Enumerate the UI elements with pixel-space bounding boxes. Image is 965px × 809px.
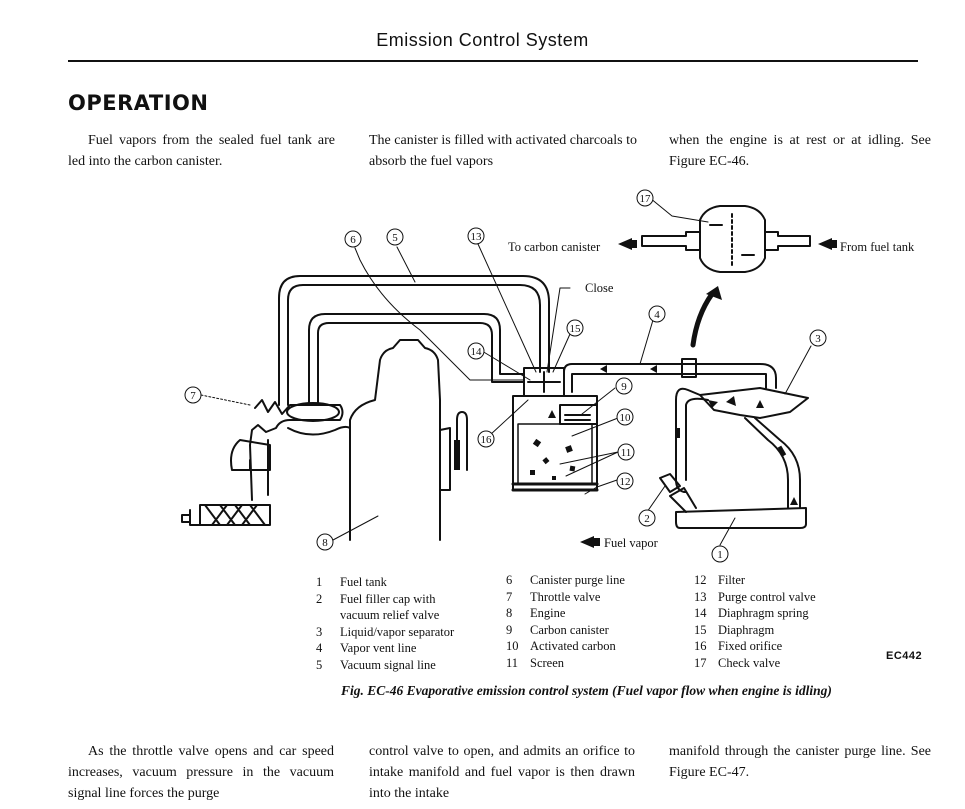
figure-code: EC442 [886,650,923,662]
callout-13: 13 [471,231,483,243]
callout-8: 8 [322,537,328,549]
callout-15: 15 [570,323,582,335]
callout-5: 5 [392,232,398,244]
fuel-tank [675,507,807,529]
callout-4: 4 [654,309,660,321]
throttle-chamber [249,399,344,501]
figure-caption: Fig. EC-46 Evaporative emission control … [341,683,832,698]
legend-item-2-cont: vacuum relief valve [340,608,440,622]
label-close: Close [585,281,614,295]
callout-9: 9 [621,381,627,393]
vapor-vent-line [563,363,777,389]
liquid-vapor-separator [699,387,809,419]
section-title: OPERATION [68,91,209,115]
callout-16: 16 [481,434,493,446]
callout-7: 7 [190,390,196,402]
label-to-carbon-canister: To carbon canister [508,240,601,254]
callout-17: 17 [640,193,652,205]
intro-column-3: when the engine is at rest or at idling.… [669,133,931,169]
body-column-3: manifold through the canister purge line… [669,744,931,780]
filler-cap [669,487,697,513]
intro-column-1: Fuel vapors from the sealed fuel tank ar… [68,133,335,169]
intake-assembly [230,439,271,471]
callout-10: 10 [620,412,632,424]
body-column-1: As the throttle valve opens and car spee… [68,744,334,801]
check-valve [641,205,811,273]
header-rule [68,60,918,62]
callout-3: 3 [815,333,821,345]
label-fuel-vapor: Fuel vapor [604,536,659,550]
flow-arrow [690,291,715,348]
callout-11: 11 [621,447,632,459]
callout-6: 6 [350,234,356,246]
label-from-fuel-tank: From fuel tank [840,240,915,254]
engine-outline [349,339,441,541]
callout-14: 14 [471,346,483,358]
body-column-2: control valve to open, and admits an ori… [369,744,635,801]
canister-purge-line [317,322,525,406]
callout-1: 1 [717,549,723,561]
intro-column-2: The canister is filled with activated ch… [369,133,637,169]
vacuum-signal-line [287,284,541,406]
callout-2: 2 [644,513,650,525]
carbon-canister [512,395,598,491]
callout-12: 12 [620,476,631,488]
page-header: Emission Control System [376,30,589,50]
